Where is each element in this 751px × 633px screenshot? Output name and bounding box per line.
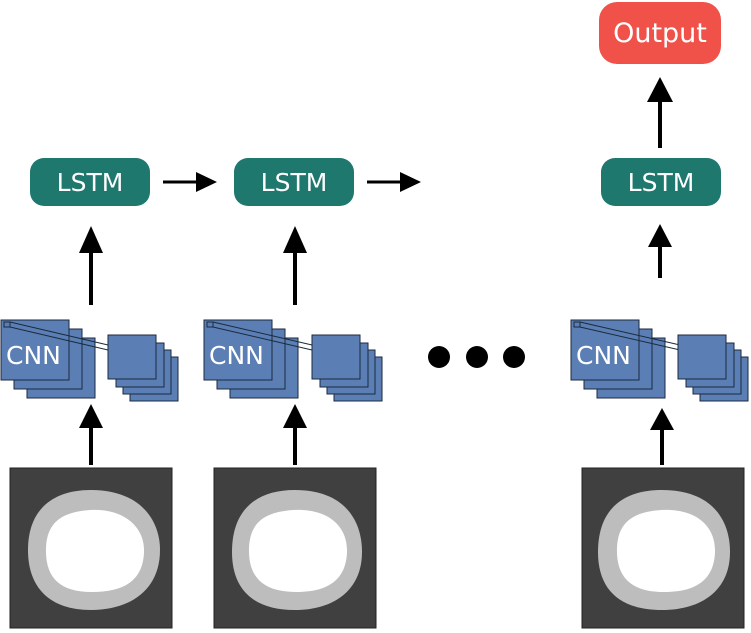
lstm-label-n: LSTM xyxy=(628,168,695,197)
output-label: Output xyxy=(613,18,707,49)
cnn-label-1: CNN xyxy=(6,341,61,370)
timestep-1: CNN LSTM xyxy=(0,158,217,629)
cnn-block-2: CNN xyxy=(203,319,383,402)
arrow-up-2a xyxy=(283,404,307,465)
ellipsis-dots xyxy=(428,346,525,368)
cnn-block-1: CNN xyxy=(0,319,179,402)
arrow-right-1 xyxy=(163,172,217,192)
lstm-box-1: LSTM xyxy=(30,158,150,206)
arrow-up-nb xyxy=(648,224,672,278)
timestep-2: CNN LSTM xyxy=(203,158,421,629)
arrow-up-1a xyxy=(79,404,103,465)
lstm-box-2: LSTM xyxy=(234,158,354,206)
arrow-right-2 xyxy=(367,172,421,192)
arrow-up-1b xyxy=(79,226,103,305)
arrow-up-2b xyxy=(283,226,307,305)
input-image-1 xyxy=(9,467,173,629)
input-image-2 xyxy=(213,467,377,629)
cnn-block-n: CNN xyxy=(570,319,749,402)
cnn-label-n: CNN xyxy=(576,341,631,370)
timestep-n: CNN LSTM Output xyxy=(570,2,749,629)
arrow-up-nc xyxy=(647,77,673,148)
lstm-label-2: LSTM xyxy=(261,168,328,197)
cnn-label-2: CNN xyxy=(209,341,264,370)
arrow-up-na xyxy=(650,408,674,465)
input-image-n xyxy=(581,467,745,629)
output-box: Output xyxy=(599,2,721,64)
lstm-label-1: LSTM xyxy=(57,168,124,197)
lstm-box-n: LSTM xyxy=(601,158,721,206)
